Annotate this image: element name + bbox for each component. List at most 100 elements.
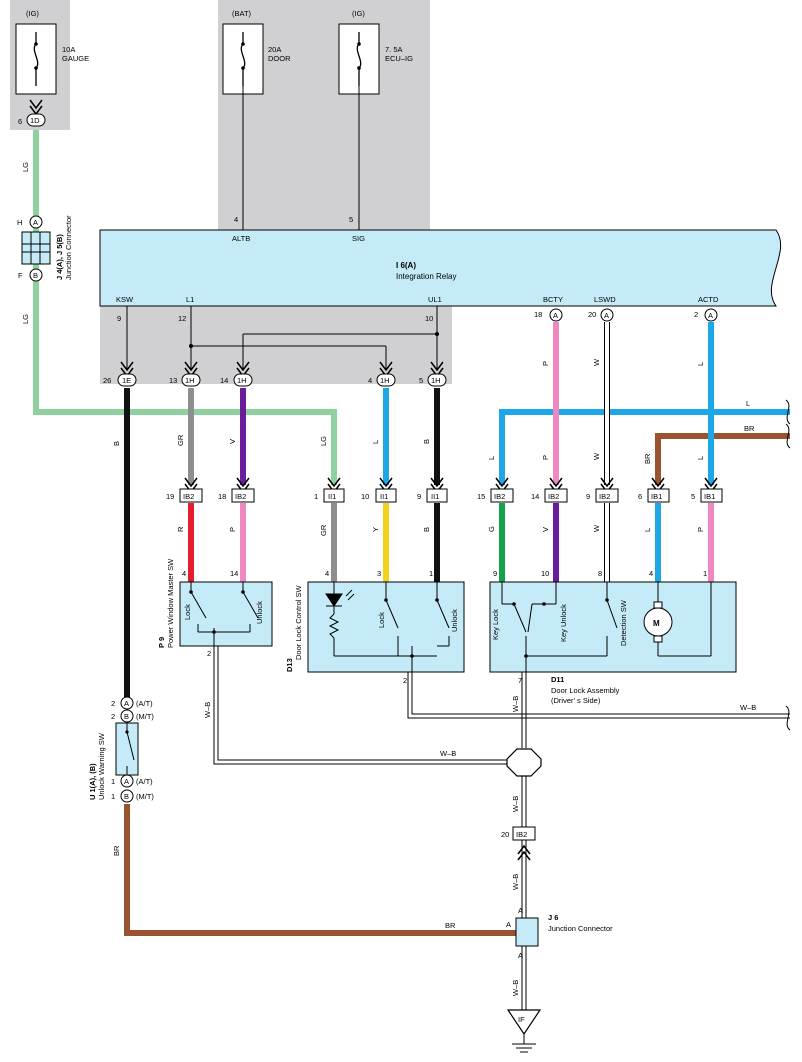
svg-text:Unlock Warning SW: Unlock Warning SW (97, 732, 106, 800)
relay-conn-lswd: A (600, 308, 614, 322)
svg-text:(M/T): (M/T) (136, 712, 154, 721)
svg-text:W–B: W–B (740, 703, 756, 712)
svg-text:9: 9 (586, 492, 590, 501)
svg-text:A: A (708, 311, 713, 320)
svg-text:Y: Y (371, 527, 380, 532)
svg-text:M: M (653, 619, 660, 628)
connector-ib2-15: IB2 15 (477, 477, 514, 503)
pin-label: 20 (588, 310, 596, 319)
fuse-rating: 7. 5A (385, 45, 403, 54)
fuse-ecu-ig: (IG) 7. 5A ECU–IG (338, 9, 413, 95)
svg-text:V: V (541, 527, 550, 532)
svg-text:IB1: IB1 (651, 492, 662, 501)
connector-ib2-18: IB2 18 (218, 477, 255, 503)
fuse-supply: (BAT) (232, 9, 252, 18)
svg-text:F: F (18, 271, 23, 280)
door-lock-control-sw: Lock Unlock 4 3 1 2 D13 Door Lock Contro… (285, 569, 465, 685)
svg-text:14: 14 (531, 492, 539, 501)
svg-text:A: A (33, 218, 38, 227)
svg-text:II1: II1 (431, 492, 439, 501)
wb-splice-point (506, 748, 542, 777)
svg-text:26: 26 (103, 376, 111, 385)
junction-connector-j4-j5: A H B F J 4(A), J 5(B) Junction Connecto… (17, 215, 73, 282)
svg-text:W: W (592, 524, 601, 532)
svg-text:18: 18 (218, 492, 226, 501)
pin-label: 9 (117, 314, 121, 323)
svg-text:II1: II1 (328, 492, 336, 501)
svg-text:IB2: IB2 (183, 492, 194, 501)
pin-label: 2 (694, 310, 698, 319)
svg-text:Key Lock: Key Lock (491, 609, 500, 640)
connector-ib1-5: IB1 5 (691, 477, 723, 503)
svg-text:BR: BR (643, 453, 652, 464)
svg-text:W–B: W–B (440, 749, 456, 758)
svg-text:Key Unlock: Key Unlock (559, 604, 568, 642)
door-lock-assembly: M Key Lock Key Unlock Detection SW 9 10 … (489, 569, 737, 705)
relay-pin-label: LSWD (594, 295, 616, 304)
svg-text:14: 14 (220, 376, 228, 385)
svg-text:5: 5 (419, 376, 423, 385)
power-window-master-sw: Lock Unlock 4 14 2 P 9 Power Window Mast… (157, 558, 273, 658)
svg-text:G: G (487, 526, 496, 532)
svg-text:Unlock: Unlock (255, 601, 264, 624)
svg-text:L: L (371, 440, 380, 444)
svg-text:1H: 1H (380, 376, 390, 385)
svg-text:BR: BR (112, 845, 121, 856)
svg-text:W: W (592, 358, 601, 366)
svg-text:B: B (33, 271, 38, 280)
relay-pin-label: L1 (186, 295, 194, 304)
relay-pin-label: ACTD (698, 295, 719, 304)
svg-text:(A/T): (A/T) (136, 777, 153, 786)
svg-text:Junction Connector: Junction Connector (64, 215, 73, 280)
connector-ii1-9: II1 9 (417, 477, 448, 503)
svg-text:W–B: W–B (511, 980, 520, 996)
svg-text:GR: GR (176, 434, 185, 446)
svg-text:BR: BR (445, 921, 456, 930)
fuse-gauge: (IG) 10A GAUGE (15, 9, 89, 95)
svg-text:1E: 1E (122, 376, 131, 385)
svg-text:4: 4 (368, 376, 372, 385)
svg-text:Power Window Master SW: Power Window Master SW (166, 558, 175, 648)
svg-text:L: L (696, 362, 705, 366)
svg-text:L: L (643, 528, 652, 532)
svg-text:W–B: W–B (511, 696, 520, 712)
connector-row: IB2 19 IB2 18 II1 1 II1 10 II1 9 (166, 477, 723, 503)
svg-text:U 1(A), (B): U 1(A), (B) (88, 763, 97, 800)
svg-text:R: R (176, 526, 185, 532)
svg-text:8: 8 (598, 569, 602, 578)
svg-text:LG: LG (21, 314, 30, 324)
svg-text:W–B: W–B (511, 796, 520, 812)
svg-text:14: 14 (230, 569, 238, 578)
wire-br-bottom (124, 804, 516, 936)
svg-text:Door Lock Control SW: Door Lock Control SW (294, 584, 303, 660)
relay-pin-label: ALTB (232, 234, 250, 243)
relay-code: I 6(A) (396, 261, 416, 270)
svg-text:A: A (506, 920, 511, 929)
pin-label: 5 (349, 215, 353, 224)
svg-text:4: 4 (325, 569, 329, 578)
connector-ii1-10: II1 10 (361, 477, 397, 503)
relay-conn-actd: A (704, 308, 718, 322)
svg-text:19: 19 (166, 492, 174, 501)
svg-text:Unlock: Unlock (450, 609, 459, 632)
svg-text:(A/T): (A/T) (136, 699, 153, 708)
relay-pin-label: BCTY (543, 295, 563, 304)
svg-text:W–B: W–B (511, 874, 520, 890)
svg-text:D11: D11 (551, 675, 564, 684)
connector-ib2-19: IB2 19 (166, 477, 203, 503)
svg-text:5: 5 (691, 492, 695, 501)
svg-text:IB2: IB2 (548, 492, 559, 501)
svg-text:15: 15 (477, 492, 485, 501)
svg-text:20: 20 (501, 830, 509, 839)
relay-pin-label: KSW (116, 295, 134, 304)
svg-text:IB2: IB2 (516, 830, 527, 839)
svg-text:4: 4 (182, 569, 186, 578)
svg-text:W: W (592, 452, 601, 460)
connector-1e: 1E 26 (103, 361, 137, 387)
svg-text:L: L (746, 399, 750, 408)
svg-text:1: 1 (111, 792, 115, 801)
svg-text:BR: BR (744, 424, 755, 433)
relay-name: Integration Relay (396, 272, 456, 281)
svg-text:1: 1 (429, 569, 433, 578)
